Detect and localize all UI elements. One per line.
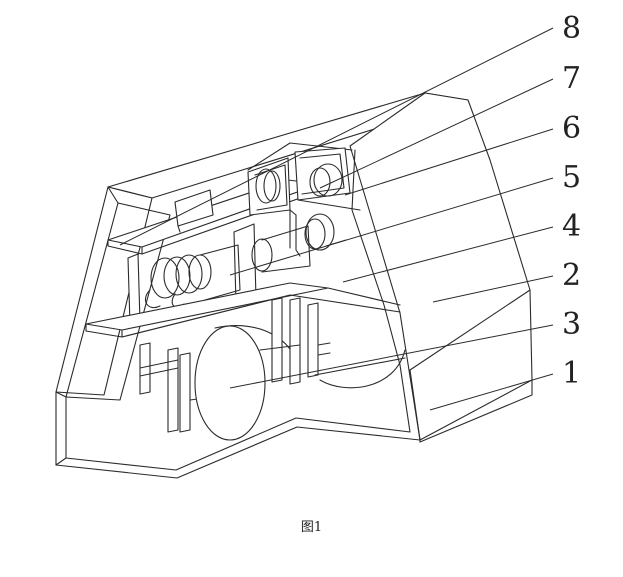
leader-lines [119,27,554,411]
leader-2 [432,275,554,303]
leader-5 [229,177,554,276]
inner-cavity [55,149,411,471]
label-8: 8 [562,11,581,46]
figure-caption: 图1 [300,520,323,535]
middle-shelf [85,282,401,338]
leader-4 [342,226,554,283]
upper-compartment [247,142,361,257]
label-6: 6 [562,111,581,146]
lower-compartment [139,297,406,441]
label-2: 2 [562,258,581,293]
leader-7 [319,78,554,189]
label-5: 5 [562,160,581,195]
label-3: 3 [562,307,581,342]
leader-8 [119,27,554,246]
label-7: 7 [562,61,581,96]
leader-1 [429,373,554,411]
leader-6 [344,128,554,196]
label-4: 4 [562,209,581,244]
leader-3 [229,324,554,389]
label-1: 1 [562,356,581,391]
part-labels: 8 7 6 5 4 2 3 1 [562,11,581,391]
